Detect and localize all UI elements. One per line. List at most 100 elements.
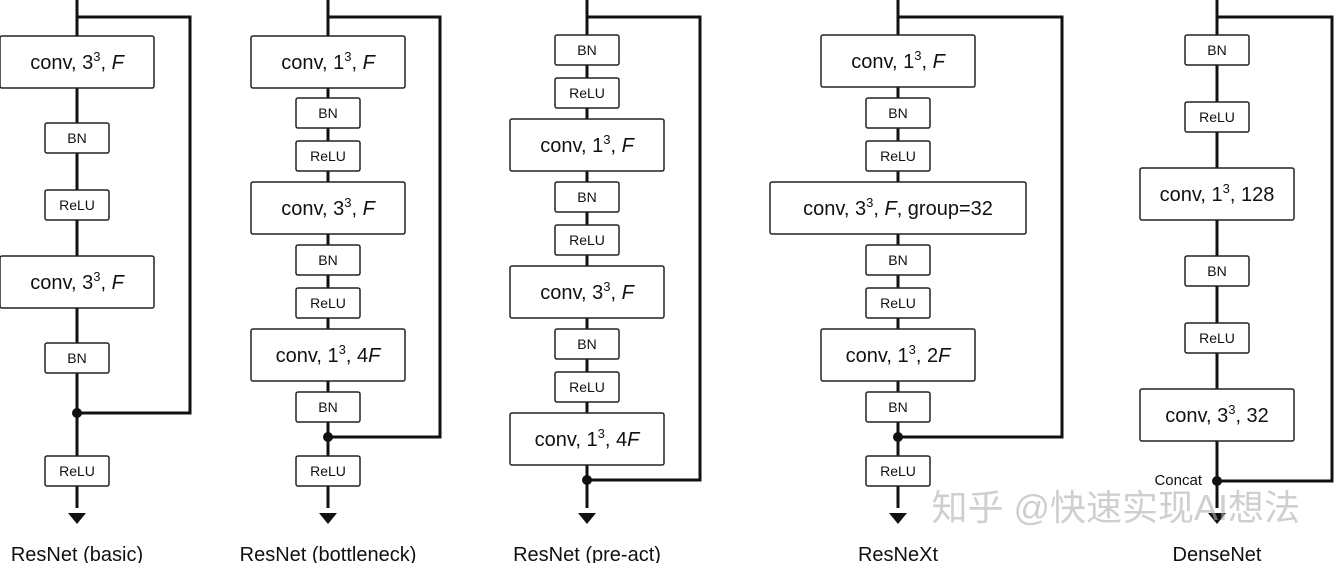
- resnet-pre-act-conv-label-6: conv, 33, F: [540, 279, 635, 304]
- resnext-conv-block-7: [820, 328, 976, 382]
- resnet-bottleneck-relu-label-9: ReLU: [310, 463, 346, 479]
- layer-blocks: [0, 34, 1295, 487]
- resnet-pre-act-output-arrow: [578, 513, 596, 524]
- resnet-bottleneck-conv-label-4: conv, 33, F: [281, 195, 376, 220]
- resnet-basic-title: ResNet (basic): [11, 544, 143, 563]
- resnet-bottleneck-conv-block-1: [250, 35, 406, 89]
- resnext-conv-label-1: conv, 13, F: [851, 48, 946, 73]
- resnet-pre-act-bn-block-4: [554, 181, 620, 213]
- resnext-bn-block-5: [865, 244, 931, 276]
- watermark: 知乎 @快速实现AI想法: [931, 487, 1300, 528]
- resnet-bottleneck-bn-label-8: BN: [318, 399, 337, 415]
- resnet-pre-act-conv-label-9: conv, 13, 4F: [535, 426, 641, 451]
- resnet-basic-conv-block-4: [0, 255, 155, 309]
- resnet-pre-act-bn-block-7: [554, 328, 620, 360]
- resnet-basic-bn-block-2: [44, 122, 110, 154]
- resnet-basic-relu-label-6: ReLU: [59, 463, 95, 479]
- resnet-bottleneck-bn-block-8: [295, 391, 361, 423]
- resnet-basic-output-arrow: [68, 513, 86, 524]
- resnext-title: ResNeXt: [858, 544, 938, 563]
- resnet-pre-act-relu-label-2: ReLU: [569, 85, 605, 101]
- resnet-bottleneck-conv-label-1: conv, 13, F: [281, 49, 376, 74]
- resnet-basic-join-dot: [72, 408, 82, 418]
- resnext-conv-label-7: conv, 13, 2F: [846, 342, 952, 367]
- resnet-basic-conv-label-4: conv, 33, F: [30, 269, 125, 294]
- resnet-bottleneck-relu-label-6: ReLU: [310, 295, 346, 311]
- resnet-bottleneck-bn-label-5: BN: [318, 252, 337, 268]
- densenet-relu-label-2: ReLU: [1199, 109, 1235, 125]
- resnet-pre-act-conv-block-6: [509, 265, 665, 319]
- resnet-pre-act-bn-label-1: BN: [577, 42, 596, 58]
- densenet-conv-label-6: conv, 33, 32: [1165, 402, 1269, 427]
- resnet-bottleneck-relu-block-9: [295, 455, 361, 487]
- resnet-pre-act-conv-block-3: [509, 118, 665, 172]
- resnet-basic-bn-block-5: [44, 342, 110, 374]
- resnext-relu-label-3: ReLU: [880, 148, 916, 164]
- resnet-pre-act-bn-label-4: BN: [577, 189, 596, 205]
- resnext-relu-block-9: [865, 455, 931, 487]
- resnet-bottleneck-output-arrow: [319, 513, 337, 524]
- resnet-pre-act-join-dot: [582, 475, 592, 485]
- resnext-bn-label-8: BN: [888, 399, 907, 415]
- resnet-pre-act-relu-block-5: [554, 224, 620, 256]
- resnet-pre-act-relu-label-5: ReLU: [569, 232, 605, 248]
- densenet-relu-label-5: ReLU: [1199, 330, 1235, 346]
- densenet-conv-label-3: conv, 13, 128: [1160, 181, 1275, 206]
- resnext-relu-label-9: ReLU: [880, 463, 916, 479]
- resnext-bn-block-8: [865, 391, 931, 423]
- densenet-conv-block-6: [1139, 388, 1295, 442]
- resnet-bottleneck-bn-block-5: [295, 244, 361, 276]
- resnet-pre-act-relu-block-2: [554, 77, 620, 109]
- resnet-pre-act-relu-block-8: [554, 371, 620, 403]
- resnet-basic-bn-label-2: BN: [67, 130, 86, 146]
- densenet-relu-block-5: [1184, 322, 1250, 354]
- resnet-basic-relu-block-3: [44, 189, 110, 221]
- resnet-basic-conv-block-1: [0, 35, 155, 89]
- resnext-relu-block-3: [865, 140, 931, 172]
- resnet-pre-act-skip-connection: [587, 15, 702, 482]
- resnet-bottleneck-join-dot: [323, 432, 333, 442]
- resnext-conv-block-1: [820, 34, 976, 88]
- densenet-relu-block-2: [1184, 101, 1250, 133]
- resnet-bottleneck-conv-block-7: [250, 328, 406, 382]
- resnext-relu-block-6: [865, 287, 931, 319]
- resnet-pre-act-bn-label-7: BN: [577, 336, 596, 352]
- resnet-pre-act-bn-block-1: [554, 34, 620, 66]
- resnet-bottleneck-conv-label-7: conv, 13, 4F: [276, 342, 382, 367]
- resnet-pre-act-conv-block-9: [509, 412, 665, 466]
- resnext-relu-label-6: ReLU: [880, 295, 916, 311]
- resnext-join-dot: [893, 432, 903, 442]
- resnet-bottleneck-conv-block-4: [250, 181, 406, 235]
- resnet-basic-relu-block-6: [44, 455, 110, 487]
- densenet-skip-connection: [1217, 15, 1334, 483]
- resnext-bn-block-2: [865, 97, 931, 129]
- densenet-bn-block-1: [1184, 34, 1250, 66]
- resnet-bottleneck-bn-block-2: [295, 97, 361, 129]
- resnet-bottleneck-relu-block-3: [295, 140, 361, 172]
- resnext-skip-connection: [898, 15, 1064, 439]
- resnet-basic-skip-connection: [77, 15, 192, 415]
- resnext-output-arrow: [889, 513, 907, 524]
- resnet-bottleneck-relu-block-6: [295, 287, 361, 319]
- resnext-conv-label-4: conv, 33, F, group=32: [803, 195, 993, 220]
- resnet-pre-act-relu-label-8: ReLU: [569, 379, 605, 395]
- densenet-bn-block-4: [1184, 255, 1250, 287]
- resnext-bn-label-5: BN: [888, 252, 907, 268]
- densenet-bn-label-1: BN: [1207, 42, 1226, 58]
- resnet-basic-relu-label-3: ReLU: [59, 197, 95, 213]
- densenet-bn-label-4: BN: [1207, 263, 1226, 279]
- resnext-conv-block-4: [769, 181, 1027, 235]
- labels: conv, 33, F BN ReLU conv, 33, F BN ReLU ResNet…: [11, 42, 1300, 563]
- densenet-concat-label: Concat: [1154, 472, 1202, 489]
- resnet-basic-conv-label-1: conv, 33, F: [30, 49, 125, 74]
- densenet-title: DenseNet: [1173, 544, 1262, 563]
- resnet-pre-act-title: ResNet (pre-act): [513, 544, 661, 563]
- resnet-bottleneck-bn-label-2: BN: [318, 105, 337, 121]
- resnet-bottleneck-title: ResNet (bottleneck): [240, 544, 417, 563]
- resnet-bottleneck-relu-label-3: ReLU: [310, 148, 346, 164]
- resnet-basic-bn-label-5: BN: [67, 350, 86, 366]
- resnext-bn-label-2: BN: [888, 105, 907, 121]
- densenet-conv-block-3: [1139, 167, 1295, 221]
- densenet-join-dot: [1212, 476, 1222, 486]
